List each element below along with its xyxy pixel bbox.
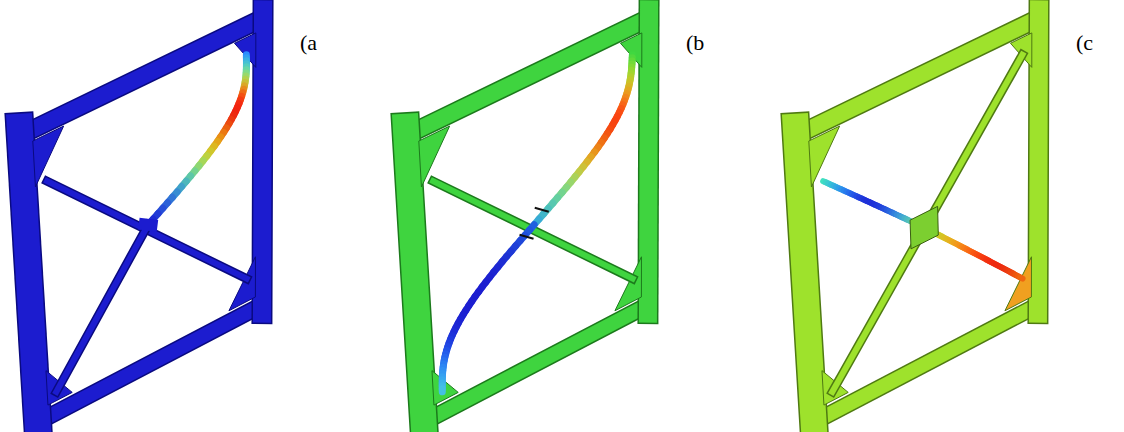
top-beam-edge bbox=[416, 20, 644, 130]
gusset-plate bbox=[234, 33, 255, 67]
splice-plate bbox=[139, 224, 158, 226]
top-beam bbox=[806, 20, 1034, 130]
frame-model bbox=[796, 9, 1039, 431]
right-column bbox=[1038, 9, 1039, 313]
center-plate bbox=[910, 206, 938, 249]
bottom-beam-edge bbox=[46, 307, 257, 417]
top-beam-edge bbox=[806, 20, 1034, 130]
straight-brace bbox=[56, 225, 148, 392]
brace-segment bbox=[1020, 277, 1022, 278]
panel-label: (a bbox=[300, 32, 317, 54]
gusset-plate bbox=[1005, 257, 1032, 311]
panel-label: (b bbox=[686, 32, 704, 54]
bottom-beam-edge bbox=[822, 307, 1033, 417]
gusset-plate bbox=[809, 126, 840, 187]
right-column-edge bbox=[648, 9, 649, 313]
gusset-plate bbox=[229, 257, 256, 311]
right-column bbox=[648, 9, 649, 313]
frame-model bbox=[20, 9, 263, 431]
bottom-beam bbox=[822, 307, 1033, 417]
right-column-edge bbox=[262, 9, 263, 313]
straight-brace bbox=[832, 55, 1022, 392]
gusset-plate bbox=[615, 257, 642, 311]
straight-brace bbox=[433, 181, 632, 278]
right-column bbox=[262, 9, 263, 313]
splice-ring bbox=[520, 235, 534, 239]
gusset-plate bbox=[620, 33, 641, 67]
straight-brace-edge bbox=[47, 181, 246, 278]
straight-brace-edge bbox=[56, 225, 148, 392]
bottom-beam-edge bbox=[432, 307, 643, 417]
brace-segment bbox=[439, 389, 446, 392]
top-beam bbox=[416, 20, 644, 130]
gusset-plate bbox=[432, 371, 458, 405]
frame-model bbox=[406, 9, 649, 431]
straight-brace-edge bbox=[832, 55, 1022, 392]
panel-label: (c bbox=[1076, 32, 1093, 54]
top-beam-edge bbox=[30, 20, 258, 130]
splice-ring bbox=[535, 208, 549, 212]
straight-brace bbox=[47, 181, 246, 278]
straight-brace-edge bbox=[433, 181, 632, 278]
right-column-edge bbox=[1038, 9, 1039, 313]
top-beam bbox=[30, 20, 258, 130]
bottom-beam bbox=[432, 307, 643, 417]
bottom-beam bbox=[46, 307, 257, 417]
